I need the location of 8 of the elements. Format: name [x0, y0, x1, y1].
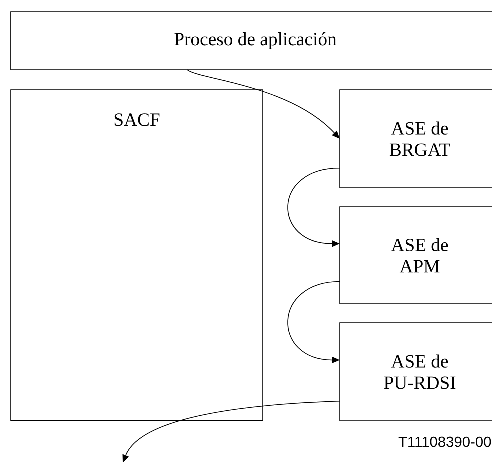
- process-box: Proceso de aplicación: [10, 12, 492, 70]
- arrow: [187, 70, 340, 139]
- process-box: ASE de BRGAT: [340, 90, 492, 188]
- process-box: SACF: [10, 90, 264, 422]
- arrow: [288, 168, 340, 248]
- figure-number: T11108390-00: [398, 436, 492, 448]
- process-box: ASE de APM: [340, 206, 492, 304]
- process-box: ASE de PU-RDSI: [340, 322, 492, 422]
